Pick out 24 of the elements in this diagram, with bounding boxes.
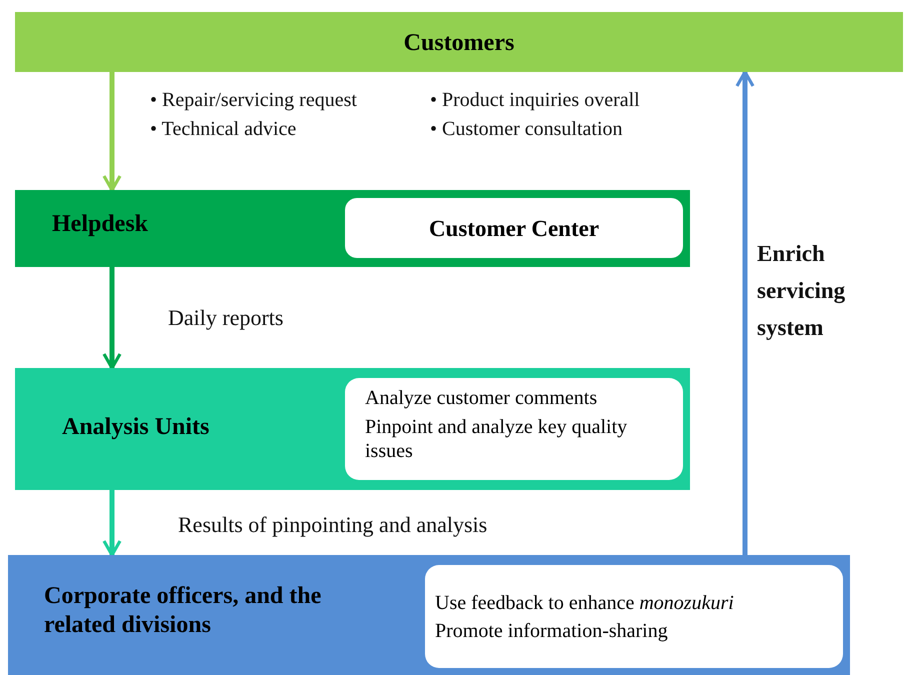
analysis-tasks-box: [345, 378, 683, 480]
request-item: • Customer consultation: [430, 118, 623, 141]
arrow: [735, 70, 755, 555]
arrow: [102, 72, 122, 192]
arrow: [102, 267, 122, 370]
bar-title: Helpdesk: [52, 210, 148, 239]
helpdesk-bar: [15, 190, 690, 267]
request-item: • Repair/servicing request: [150, 89, 357, 112]
request-item: • Product inquiries overall: [430, 89, 640, 112]
box-text: Analyze customer comments: [365, 386, 598, 410]
bar-title: Corporate officers, and the related divisions: [44, 582, 322, 640]
customers-bar: [15, 12, 903, 72]
arrow: [102, 490, 122, 557]
analysis-units-bar: [15, 368, 690, 490]
box-text: Pinpoint and analyze key quality issues: [365, 415, 628, 463]
bar-title: Customers: [402, 29, 516, 58]
bar-title: Analysis Units: [62, 413, 210, 442]
box-text: Customer Center: [428, 215, 600, 243]
request-item: • Technical advice: [150, 118, 296, 141]
customer-center-box: [345, 198, 683, 258]
box-text: Use feedback to enhance monozukuri: [435, 591, 734, 615]
corporate-officers-bar: [8, 555, 850, 675]
feedback-actions-box: [425, 565, 843, 668]
box-text: Promote information-sharing: [435, 619, 668, 643]
